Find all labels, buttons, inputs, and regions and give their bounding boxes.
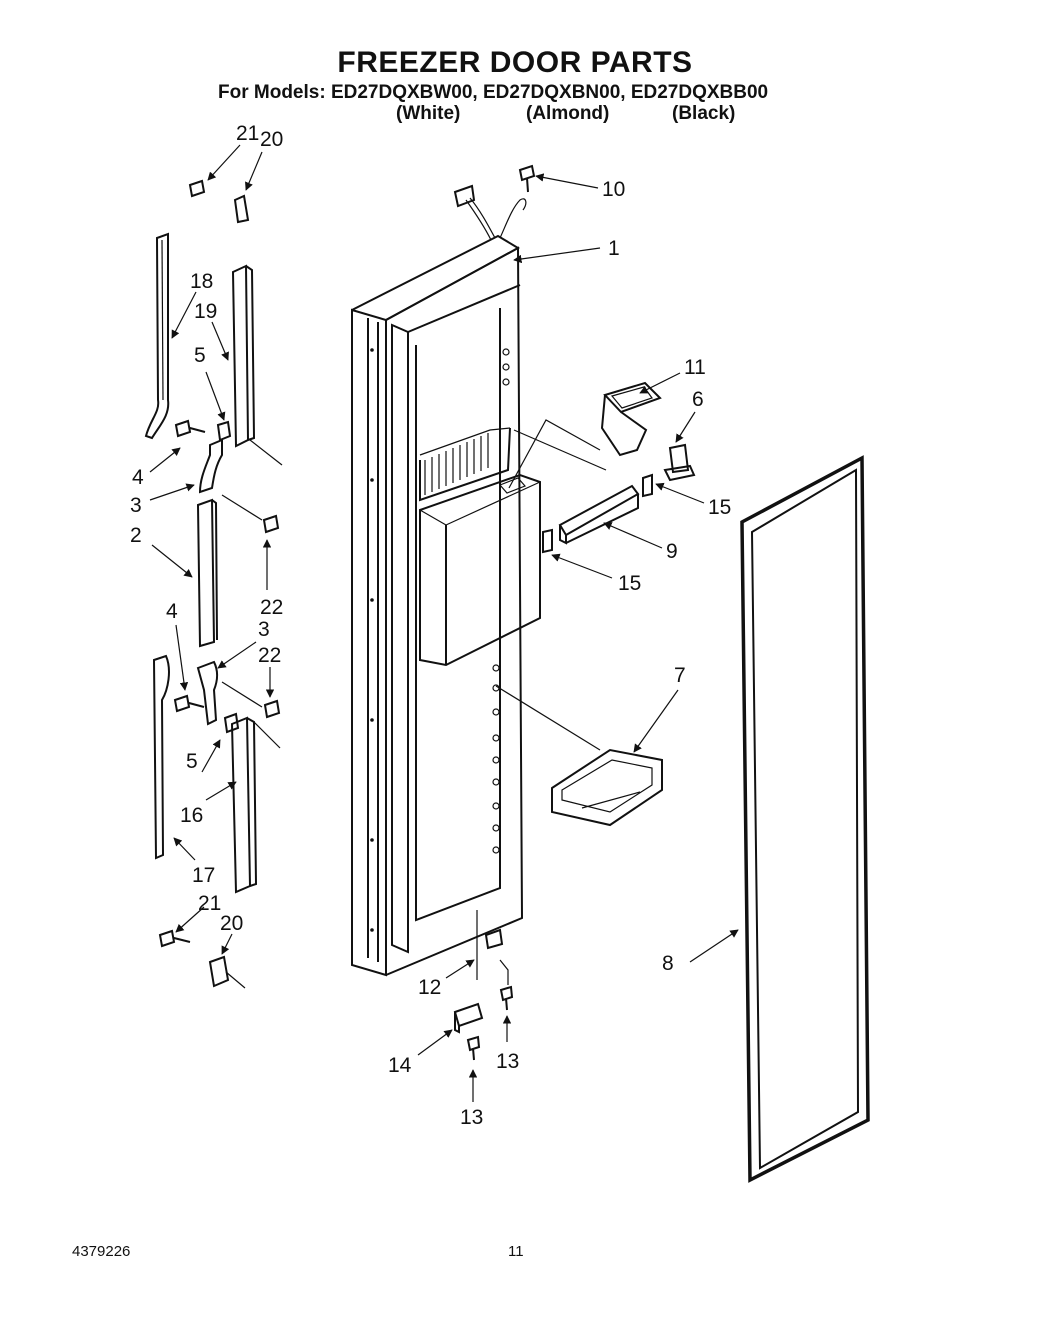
hinge-plate-part-14: [453, 1002, 484, 1034]
clip-part-15-upper: [642, 473, 653, 498]
callout-8: 8: [662, 952, 674, 975]
bar-part-9: [558, 484, 640, 545]
document-number: 4379226: [72, 1243, 131, 1260]
strip-part-2: [196, 498, 218, 648]
callout-9: 9: [666, 540, 678, 563]
clip-part-15-lower: [542, 528, 553, 554]
leader-chute: [508, 419, 601, 489]
tray-part-7: [551, 748, 663, 827]
cap-part-5-lower: [223, 712, 240, 734]
callout-labels: 1 2 3 3 4 4 5 5 6 7 8 9 10 11 12 13 13 1…: [130, 122, 731, 1129]
callout-20-lower: 20: [220, 912, 243, 935]
callout-13-lower: 13: [460, 1106, 483, 1129]
clip-part-20-upper: [233, 194, 250, 224]
bracket-part-6: [663, 443, 696, 482]
color-white: (White): [396, 103, 461, 124]
callout-arrows: [149, 144, 739, 1102]
screw-part-13-right: [499, 985, 514, 1011]
color-black: (Black): [672, 103, 736, 124]
end-cap-part-3-upper: [198, 438, 223, 494]
callout-11: 11: [684, 356, 706, 379]
screw-part-21-upper: [188, 179, 206, 198]
screw-part-13-lower: [466, 1035, 481, 1061]
page-number: 11: [508, 1243, 524, 1260]
callout-15-lower: 15: [618, 572, 641, 595]
callout-4-upper: 4: [132, 466, 144, 489]
callout-4-lower: 4: [166, 600, 178, 623]
hinge-part-12: [476, 910, 509, 985]
screw-part-22-upper: [221, 494, 280, 534]
callout-20-upper: 20: [260, 128, 283, 151]
callout-3-lower: 3: [258, 618, 270, 641]
callout-22-lower: 22: [258, 644, 281, 667]
handle-trim-part-18: [144, 232, 170, 440]
callout-18: 18: [190, 270, 213, 293]
screw-part-4-lower: [173, 694, 205, 713]
leader-chute-2: [513, 429, 607, 471]
ice-chute-part-11: [600, 381, 662, 457]
leader-tray: [495, 685, 601, 751]
color-almond: (Almond): [526, 103, 610, 124]
callout-14: 14: [388, 1054, 412, 1077]
callout-21-lower: 21: [198, 892, 221, 915]
callout-16: 16: [180, 804, 203, 827]
callout-6: 6: [692, 388, 704, 411]
screw-part-10: [518, 164, 536, 193]
page-title: FREEZER DOOR PARTS: [337, 46, 693, 79]
callout-1: 1: [608, 237, 620, 260]
callout-21-upper: 21: [236, 122, 259, 145]
freezer-door-assembly: [351, 234, 541, 977]
callout-5-upper: 5: [194, 344, 206, 367]
callout-22-upper: 22: [260, 596, 283, 619]
gasket-part-8: [740, 455, 870, 1183]
callout-2: 2: [130, 524, 142, 547]
models-line: For Models: ED27DQXBW00, ED27DQXBN00, ED…: [218, 82, 769, 103]
handle-bar-part-19: [231, 264, 283, 466]
screw-part-22-lower: [221, 681, 281, 719]
handle-bar-part-16: [230, 716, 281, 894]
callout-12: 12: [418, 976, 441, 999]
clip-part-20-lower: [208, 955, 246, 989]
screw-part-21-lower: [158, 929, 191, 948]
callout-7: 7: [674, 664, 686, 687]
wire-harness: [453, 184, 527, 241]
screw-part-4-upper: [174, 419, 206, 438]
handle-trim-part-17: [152, 654, 170, 860]
callout-13-right: 13: [496, 1050, 519, 1073]
cap-part-5-upper: [216, 420, 232, 442]
callout-3-upper: 3: [130, 494, 142, 517]
callout-17: 17: [192, 864, 215, 887]
end-cap-part-3-lower: [196, 660, 218, 726]
callout-15-upper: 15: [708, 496, 731, 519]
callout-10: 10: [602, 178, 625, 201]
callout-19: 19: [194, 300, 217, 323]
callout-5-lower: 5: [186, 750, 198, 773]
